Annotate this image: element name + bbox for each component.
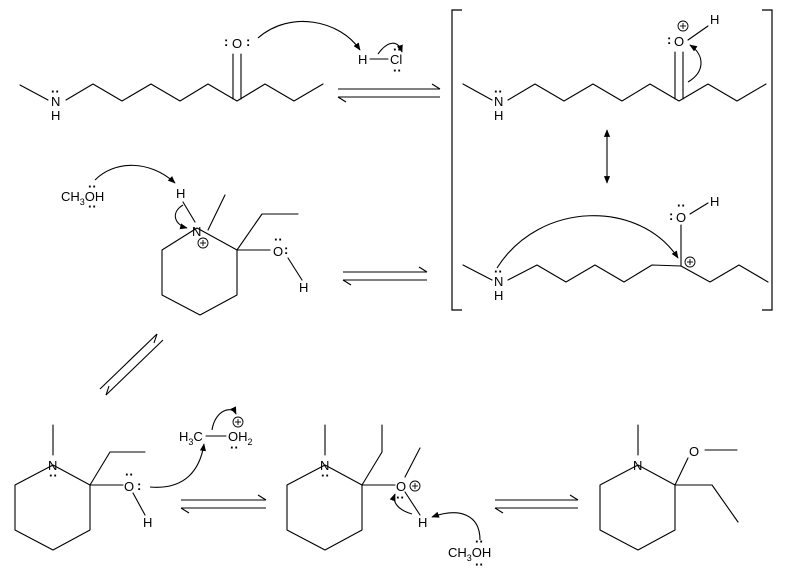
lone-pair: : bbox=[224, 34, 228, 49]
lone-pair: ·· bbox=[494, 84, 503, 99]
lone-pair: ·· bbox=[88, 179, 97, 194]
equilibrium-arrow-1 bbox=[337, 83, 441, 103]
molecule-oxonium-resonance: N H ·· O : H bbox=[462, 12, 767, 123]
lone-pair: : bbox=[137, 478, 141, 493]
equilibrium-arrow-2 bbox=[342, 266, 428, 286]
atom-n: N bbox=[51, 94, 60, 109]
molecule-methanol-bottom: CH3OH ·· ·· bbox=[448, 534, 491, 572]
atom-h: H bbox=[494, 108, 503, 123]
lone-pair: ·· bbox=[88, 199, 97, 214]
atom-o: O bbox=[396, 479, 406, 494]
molecule-amino-ketone: N H ·· O : : bbox=[19, 34, 324, 123]
lone-pair: ·· bbox=[393, 63, 402, 78]
positive-charge bbox=[232, 416, 244, 428]
atom-h: H bbox=[176, 186, 185, 201]
atom-n: N bbox=[633, 458, 642, 473]
atom-h: H bbox=[143, 515, 152, 530]
bond-chain bbox=[19, 84, 49, 101]
lone-pair: ·· bbox=[274, 232, 283, 247]
lone-pair: : bbox=[667, 32, 671, 47]
lone-pair: ·· bbox=[51, 84, 60, 99]
molecule-hcl: H Cl ·· ·· bbox=[358, 42, 402, 78]
molecule-hemiaminal: N ·· O ·· : H bbox=[14, 424, 152, 551]
bracket-left bbox=[451, 9, 462, 311]
bond-chain bbox=[65, 83, 324, 102]
molecule-methanol-top: CH3OH ·· ·· bbox=[61, 179, 104, 214]
lone-pair: ·· bbox=[230, 440, 239, 455]
atom-o: O bbox=[674, 34, 684, 49]
oxonium-label: OH2 bbox=[228, 429, 253, 447]
lone-pair: ·· bbox=[396, 490, 405, 505]
lone-pair: ·· bbox=[475, 557, 484, 572]
lone-pair: ·· bbox=[677, 198, 686, 213]
curved-arrow-nh-bond-to-n bbox=[174, 204, 188, 230]
positive-charge bbox=[409, 480, 421, 492]
atom-n: N bbox=[192, 224, 201, 239]
molecule-cyclic-ammonium: N H O ·· : H bbox=[161, 186, 308, 316]
atom-h: H bbox=[494, 288, 503, 303]
curved-arrow-methanol-to-h-bottom bbox=[431, 511, 481, 541]
lone-pair: ·· bbox=[494, 264, 503, 279]
lone-pair: : bbox=[246, 34, 250, 49]
positive-charge bbox=[197, 237, 209, 249]
atom-n: N bbox=[494, 274, 503, 289]
lone-pair: ·· bbox=[321, 468, 330, 483]
methanol-formula: CH3OH bbox=[61, 189, 104, 207]
curved-arrow-o-to-h bbox=[257, 20, 361, 51]
atom-h: H bbox=[51, 108, 60, 123]
positive-charge bbox=[677, 20, 689, 32]
curved-arrow-o-to-methyl bbox=[149, 443, 206, 488]
atom-o: O bbox=[124, 479, 134, 494]
atom-o: O bbox=[676, 210, 686, 225]
atom-o: O bbox=[232, 36, 242, 51]
curved-arrow-co-bond-to-o bbox=[211, 406, 237, 431]
equilibrium-arrow-5 bbox=[494, 494, 579, 514]
molecule-methoxy-product: N O bbox=[599, 424, 739, 551]
lone-pair: : bbox=[669, 208, 673, 223]
atom-h: H bbox=[710, 12, 719, 27]
equilibrium-arrow-3 bbox=[99, 333, 164, 396]
lone-pair: ·· bbox=[125, 467, 134, 482]
equilibrium-arrow-4 bbox=[180, 494, 267, 514]
molecule-protonated-methanol: H3C OH2 ·· bbox=[179, 416, 253, 455]
atom-n: N bbox=[320, 458, 329, 473]
atom-h: H bbox=[299, 280, 308, 295]
lone-pair: ·· bbox=[475, 534, 484, 549]
atom-n: N bbox=[48, 458, 57, 473]
molecule-carbocation-resonance: N H ·· O : ·· H bbox=[462, 194, 769, 303]
curved-arrow-oh-bond-to-o bbox=[389, 493, 413, 515]
curved-arrow-hcl-bond bbox=[377, 42, 403, 55]
atom-cl: Cl bbox=[390, 52, 402, 67]
atom-o: O bbox=[273, 244, 283, 259]
methyl-label: H3C bbox=[179, 429, 203, 447]
atom-h: H bbox=[418, 515, 427, 530]
positive-charge bbox=[684, 256, 696, 268]
methanol-formula: CH3OH bbox=[448, 545, 491, 563]
molecule-methyl-oxonium: N ·· O ·· H bbox=[286, 424, 427, 551]
atom-n: N bbox=[494, 94, 503, 109]
lone-pair: ·· bbox=[49, 468, 58, 483]
atom-o: O bbox=[689, 444, 699, 459]
curved-arrow-pi-bond-to-o bbox=[687, 44, 702, 83]
atom-h: H bbox=[710, 194, 719, 209]
curved-arrow-methanol-to-h bbox=[94, 164, 176, 184]
atom-h: H bbox=[358, 52, 367, 67]
lone-pair: : bbox=[284, 242, 288, 257]
curved-arrow-n-to-carbocation bbox=[496, 215, 679, 269]
bracket-right bbox=[762, 9, 773, 311]
